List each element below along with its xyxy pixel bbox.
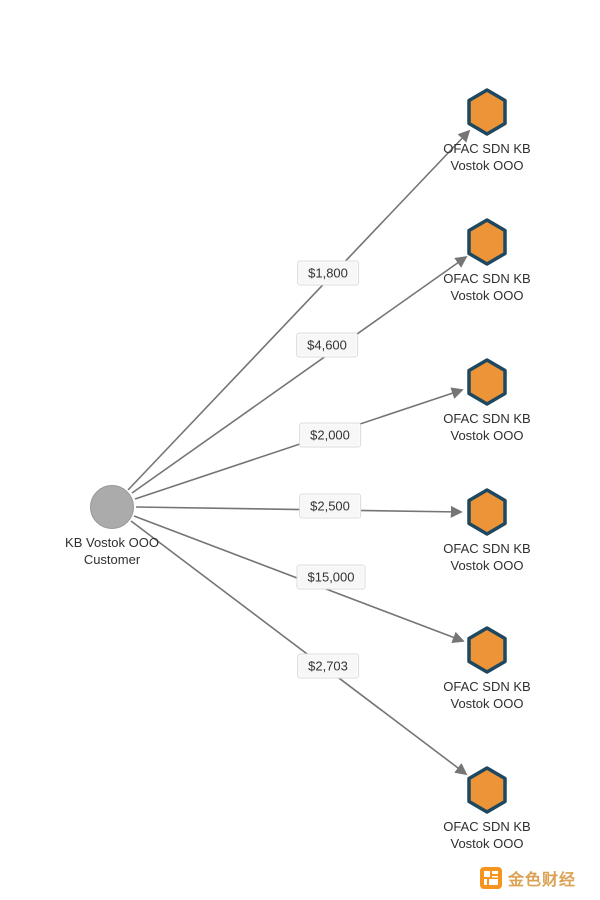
edge-line-2 xyxy=(131,255,468,494)
target-node-5[interactable]: OFAC SDN KB Vostok OOO xyxy=(443,625,531,711)
target-node-4[interactable]: OFAC SDN KB Vostok OOO xyxy=(443,487,531,573)
watermark: 金色财经 xyxy=(480,866,576,890)
edge-amount-label-2[interactable]: $4,600 xyxy=(296,332,358,358)
target-node-label: OFAC SDN KB Vostok OOO xyxy=(443,411,531,443)
edge-amount-label-3[interactable]: $2,000 xyxy=(299,422,361,448)
target-node-3[interactable]: OFAC SDN KB Vostok OOO xyxy=(443,357,531,443)
jinse-logo-icon xyxy=(480,867,502,889)
edge-amount-label-5[interactable]: $15,000 xyxy=(296,564,366,590)
sdn-hexagon-icon[interactable] xyxy=(465,625,509,675)
target-node-label: OFAC SDN KB Vostok OOO xyxy=(443,141,531,173)
source-node-label: KB Vostok OOO Customer xyxy=(65,535,159,567)
sdn-hexagon-icon[interactable] xyxy=(465,487,509,537)
sdn-hexagon-icon[interactable] xyxy=(465,87,509,137)
sdn-hexagon-icon[interactable] xyxy=(465,765,509,815)
target-node-1[interactable]: OFAC SDN KB Vostok OOO xyxy=(443,87,531,173)
target-node-label: OFAC SDN KB Vostok OOO xyxy=(443,679,531,711)
sdn-hexagon-icon[interactable] xyxy=(465,357,509,407)
edge-line-6 xyxy=(130,520,468,776)
target-node-2[interactable]: OFAC SDN KB Vostok OOO xyxy=(443,217,531,303)
customer-circle-icon[interactable] xyxy=(90,485,134,529)
target-node-6[interactable]: OFAC SDN KB Vostok OOO xyxy=(443,765,531,851)
watermark-text: 金色财经 xyxy=(508,872,577,889)
sdn-hexagon-icon[interactable] xyxy=(465,217,509,267)
target-node-label: OFAC SDN KB Vostok OOO xyxy=(443,819,531,851)
target-node-label: OFAC SDN KB Vostok OOO xyxy=(443,541,531,573)
source-node-customer[interactable]: KB Vostok OOO Customer xyxy=(65,485,159,567)
edge-amount-label-6[interactable]: $2,703 xyxy=(297,653,359,679)
edge-amount-label-1[interactable]: $1,800 xyxy=(297,260,359,286)
edge-amount-label-4[interactable]: $2,500 xyxy=(299,493,361,519)
target-node-label: OFAC SDN KB Vostok OOO xyxy=(443,271,531,303)
